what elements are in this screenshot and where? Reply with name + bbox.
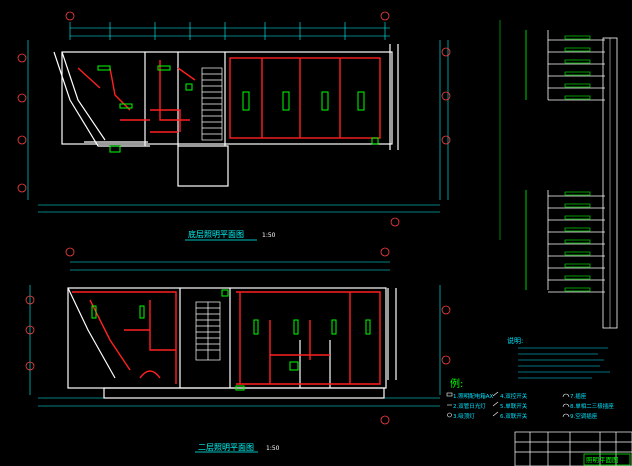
second-stair	[195, 301, 221, 361]
system-breaker-labels	[564, 35, 591, 292]
legend-heading: 例:	[450, 377, 463, 390]
ground-dimension-lines	[27, 27, 449, 213]
ground-fixtures	[97, 65, 379, 153]
second-wiring	[72, 291, 381, 385]
legend-item-7: 7.插座	[570, 392, 587, 400]
second-axis-bubbles	[25, 247, 451, 425]
design-notes: 说明:	[507, 336, 610, 379]
legend-item-4: 4.双控开关	[500, 392, 528, 400]
ground-axis-bubbles	[17, 11, 451, 227]
ground-floor-plan	[17, 11, 451, 241]
legend-item-8: 8.单相二三极插座	[570, 402, 614, 410]
ground-wiring	[77, 57, 381, 139]
legend-item-2: 2.双管日光灯	[453, 402, 486, 410]
ground-floor-title: 底层照明平面图	[188, 229, 244, 239]
legend-item-9: 9.空调插座	[570, 412, 598, 420]
system-branch-lines	[548, 39, 605, 293]
second-floor-title: 二层照明平面图	[198, 443, 254, 452]
ground-walls	[53, 44, 399, 187]
ground-stair	[201, 67, 223, 141]
ground-floor-scale: 1:50	[262, 232, 276, 239]
legend-item-3: 3.吸顶灯	[453, 412, 475, 420]
second-floor-plan	[25, 247, 451, 453]
notes-heading: 说明:	[507, 336, 523, 345]
second-fixtures	[91, 289, 371, 391]
ground-axis-ticks	[69, 22, 386, 40]
legend-symbols	[446, 391, 570, 418]
title-block-sheet-title: 照明平面图	[586, 456, 619, 464]
second-floor-scale: 1:50	[266, 445, 280, 452]
legend-item-1: 1.照明配电箱AX	[453, 392, 494, 400]
legend-item-5: 5.单联开关	[500, 402, 528, 410]
second-walls	[67, 287, 397, 399]
distribution-system-diagram	[499, 20, 618, 329]
title-block	[514, 431, 632, 466]
legend-item-6: 6.双联开关	[500, 412, 528, 420]
symbol-legend: 例: 1.照明配电箱AX 2.双管日光灯 3.吸顶灯 4.双控开关 5.单联开关…	[446, 377, 614, 420]
